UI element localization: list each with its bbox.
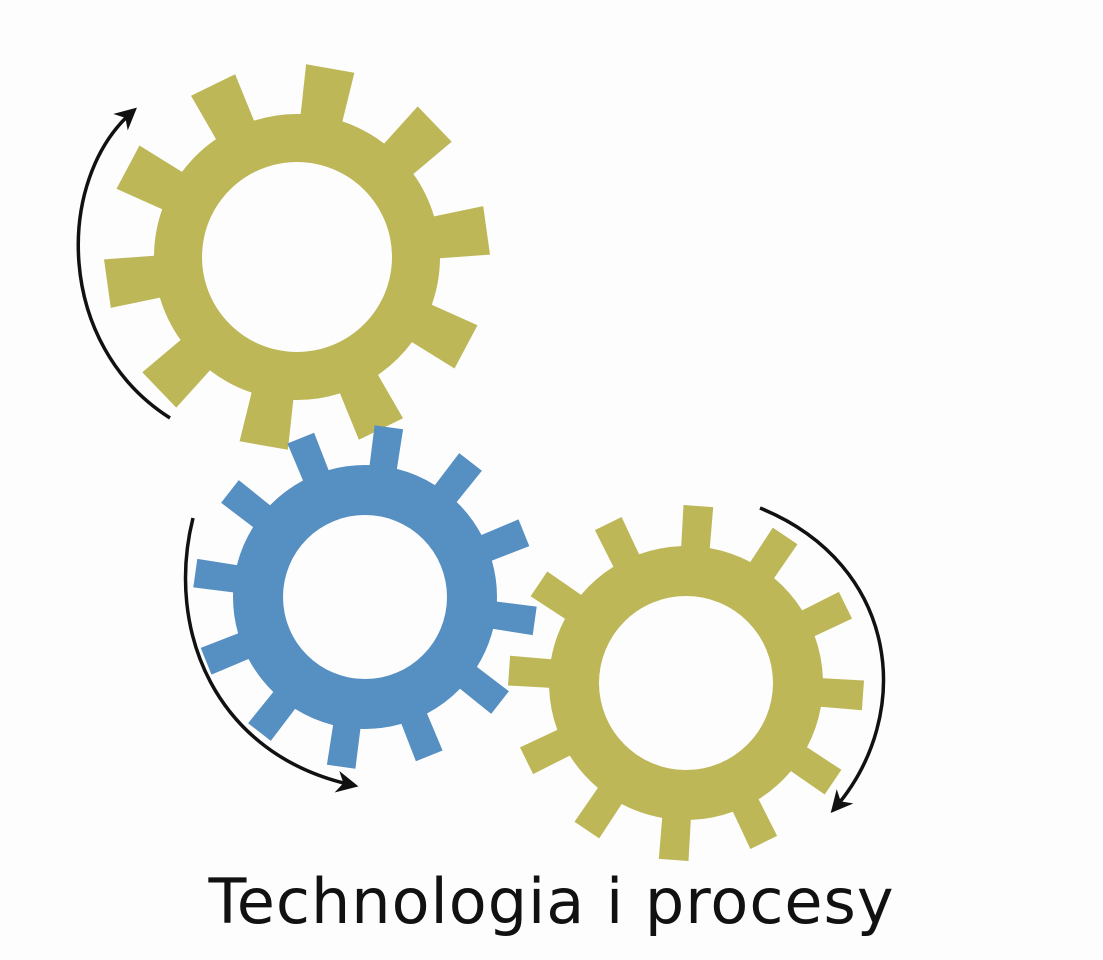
gear-olive-top [104, 64, 490, 450]
gear-olive-bottom-right [508, 505, 864, 861]
rotation-arrow-bottom-right [759, 506, 886, 814]
gear-blue-middle [193, 425, 537, 769]
gear-blue-middle-shape [193, 425, 537, 769]
rotation-arrow-middle-left [183, 517, 359, 793]
caption-title: Technologia i procesy [208, 865, 895, 938]
gear-olive-top-shape [104, 64, 490, 450]
rotation-arrow-top-left [76, 107, 171, 420]
gear-olive-bottom-right-shape [508, 505, 864, 861]
